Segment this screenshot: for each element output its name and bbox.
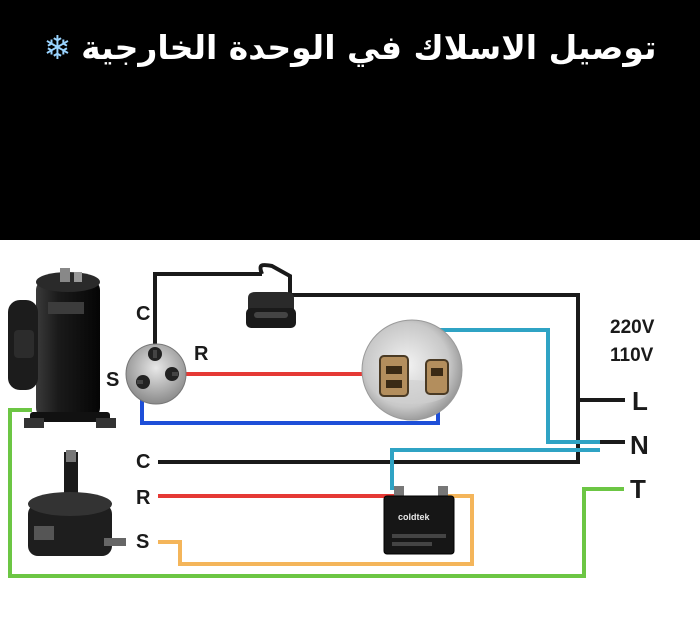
cyan-wire-fan-capacitor	[390, 448, 600, 490]
compressor-label-r: R	[194, 343, 209, 365]
compressor-label-s: S	[106, 369, 119, 391]
compressor-label-c: C	[136, 303, 150, 325]
run-capacitor	[361, 319, 463, 421]
supply-label-l: L	[632, 386, 648, 416]
fan-capacitor	[383, 486, 455, 555]
voltage-220: 220V	[610, 317, 655, 338]
wiring-diagram: C R S C R S coldtek 220V	[8, 263, 655, 578]
yellow-wire-fan-s	[158, 494, 474, 566]
black-wire-fan-c	[158, 400, 580, 464]
green-wire-earth	[8, 408, 624, 578]
page-title: توصيل الاسلاك في الوحدة الخارجية❄	[0, 28, 700, 67]
compressor-image	[8, 268, 116, 428]
supply-label-n: N	[630, 430, 649, 460]
voltage-110: 110V	[610, 345, 654, 366]
fan-capacitor-brand: coldtek	[398, 512, 431, 522]
fan-label-s: S	[136, 531, 149, 553]
fan-label-c: C	[136, 451, 150, 473]
snowflake-icon: ❄	[43, 28, 72, 67]
supply-label-t: T	[630, 474, 646, 504]
black-wire-compressor-c	[153, 272, 600, 402]
fan-label-r: R	[136, 487, 151, 509]
compressor-terminal-block	[125, 343, 187, 405]
title-text: توصيل الاسلاك في الوحدة الخارجية	[81, 28, 657, 67]
fan-motor-image	[28, 450, 126, 556]
overload-protector	[246, 263, 296, 328]
